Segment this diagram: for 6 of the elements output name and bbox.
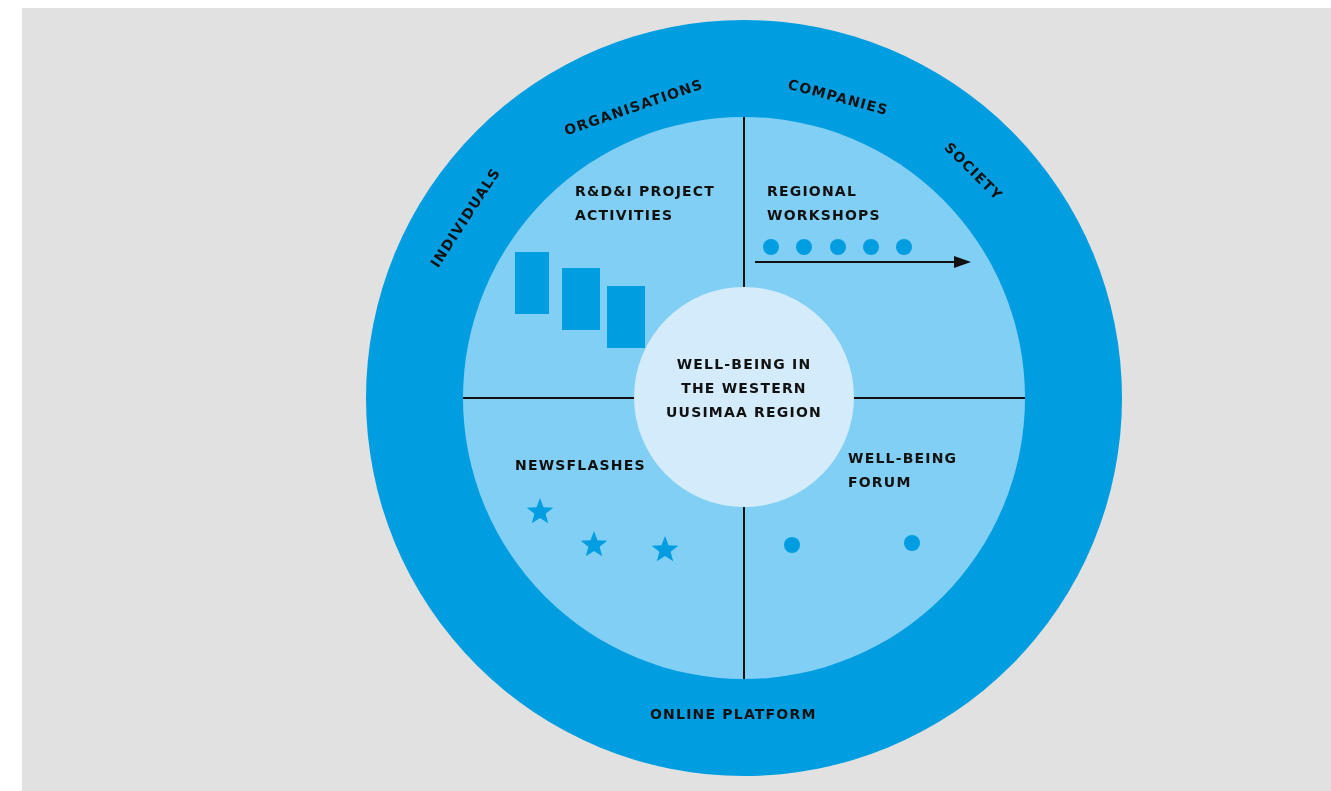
center-title: WELL-BEING IN THE WESTERN UUSIMAA REGION (665, 355, 823, 422)
segment-title: WELL-BEING FORUM (848, 449, 959, 492)
segment-title: REGIONAL WORKSHOPS (767, 182, 882, 225)
segment-title: R&D&I PROJECT ACTIVITIES (575, 182, 717, 225)
ring-title: ONLINE PLATFORM (650, 705, 818, 724)
segment-title: NEWSFLASHES (515, 456, 647, 475)
